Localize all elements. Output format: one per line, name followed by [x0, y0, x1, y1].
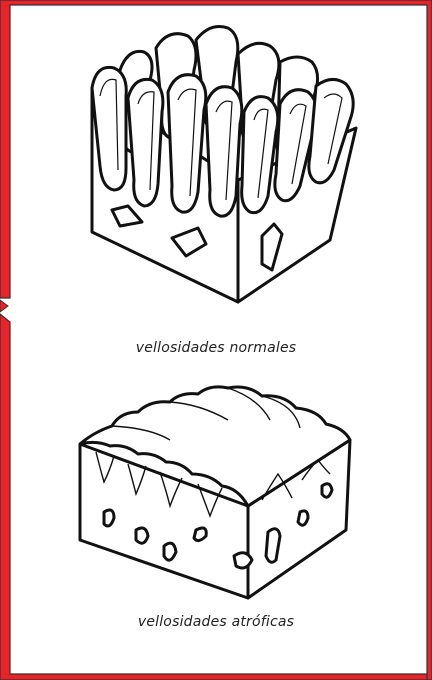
atrophic-cell-8: [322, 484, 332, 497]
atrophic-cell-4: [194, 528, 206, 541]
atrophic-cell-3: [164, 543, 176, 560]
caption-atrophic-villi: vellosidades atróficas: [0, 614, 432, 630]
atrophic-cell-1: [104, 510, 114, 526]
atrophic-cell-2: [136, 528, 148, 543]
atrophic-cell-7: [298, 511, 308, 525]
atrophic-cell-5: [234, 553, 252, 568]
atrophic-villi-block: [80, 387, 350, 598]
atrophic-cell-6: [266, 529, 280, 562]
